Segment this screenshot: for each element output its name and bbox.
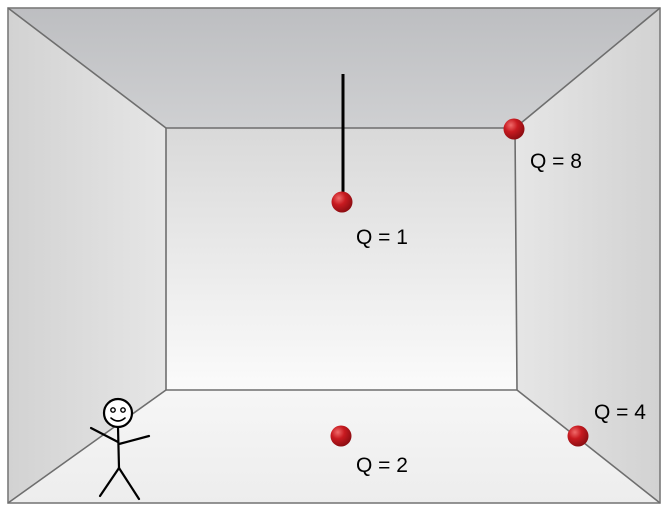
charge-label-ceiling-corner: Q = 8 — [530, 151, 582, 172]
charge-label-floor-center: Q = 2 — [356, 455, 408, 476]
charge-label-floor-right: Q = 4 — [594, 402, 646, 423]
charge-hanging — [332, 192, 353, 213]
charge-floor-center — [331, 426, 352, 447]
charge-label-hanging: Q = 1 — [356, 227, 408, 248]
charge-floor-right — [568, 426, 589, 447]
charge-ceiling-corner — [504, 119, 525, 140]
